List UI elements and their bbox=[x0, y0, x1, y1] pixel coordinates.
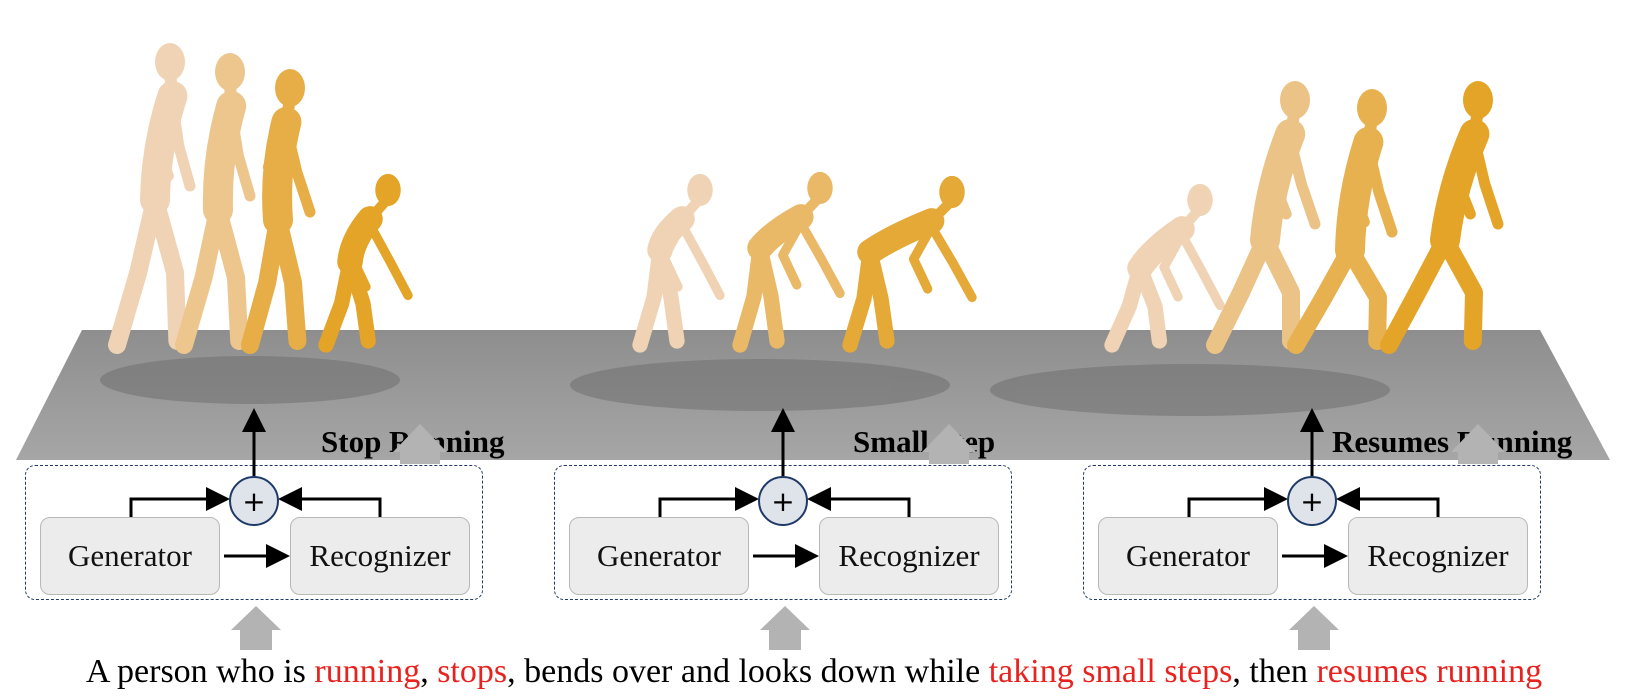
gray-up-arrow bbox=[922, 424, 976, 464]
input-arrow-3 bbox=[1289, 606, 1339, 650]
input-arrow-2 bbox=[760, 606, 810, 650]
gray-up-arrow bbox=[1451, 424, 1505, 464]
human-figure bbox=[842, 175, 977, 353]
human-figure bbox=[175, 53, 256, 354]
gray-up-arrow bbox=[393, 424, 447, 464]
caption-segment: , bbox=[420, 653, 438, 690]
generator-box: Generator bbox=[40, 517, 220, 595]
gen-rec-module-3: + Generator Recognizer bbox=[1083, 408, 1541, 600]
caption-highlight: stops bbox=[437, 653, 508, 690]
human-figure bbox=[732, 171, 845, 353]
gen-rec-module-2: + Generator Recognizer bbox=[554, 408, 1012, 600]
shadows bbox=[100, 356, 1390, 416]
module-arrows bbox=[1187, 408, 1505, 568]
caption-segment: , then bbox=[1232, 653, 1317, 690]
stage-label-resumes-running: Resumes Running bbox=[1332, 424, 1573, 459]
generator-box: Generator bbox=[1098, 517, 1278, 595]
combine-node: + bbox=[758, 476, 808, 526]
human-figure bbox=[1206, 81, 1321, 354]
recognizer-box: Recognizer bbox=[290, 517, 470, 595]
human-figure bbox=[241, 69, 316, 354]
module-arrows bbox=[658, 408, 976, 568]
combine-node: + bbox=[229, 476, 279, 526]
human-figure bbox=[108, 43, 196, 354]
caption-highlight: running bbox=[314, 653, 421, 690]
combine-node: + bbox=[1287, 476, 1337, 526]
caption-highlight: resumes running bbox=[1316, 653, 1543, 690]
caption-segment: A person who is bbox=[85, 653, 315, 690]
human-figure bbox=[1287, 89, 1398, 354]
stage-label-small-step: Small Step bbox=[853, 424, 996, 459]
input-arrow-1 bbox=[231, 606, 281, 650]
motion-scene bbox=[16, 43, 1610, 460]
human-figure bbox=[1380, 81, 1504, 354]
human-figure bbox=[632, 173, 725, 353]
recognizer-box: Recognizer bbox=[819, 517, 999, 595]
caption-highlight: taking small steps bbox=[988, 653, 1233, 690]
human-figure bbox=[318, 173, 413, 353]
recognizer-box: Recognizer bbox=[1348, 517, 1528, 595]
module-arrows bbox=[129, 408, 447, 568]
caption: A person who is running, stops, bends ov… bbox=[0, 650, 1628, 694]
human-figure bbox=[1104, 183, 1225, 353]
gen-rec-module-1: + Generator Recognizer bbox=[25, 408, 483, 600]
caption-segment: , bends over and looks down while bbox=[507, 653, 989, 690]
generator-box: Generator bbox=[569, 517, 749, 595]
